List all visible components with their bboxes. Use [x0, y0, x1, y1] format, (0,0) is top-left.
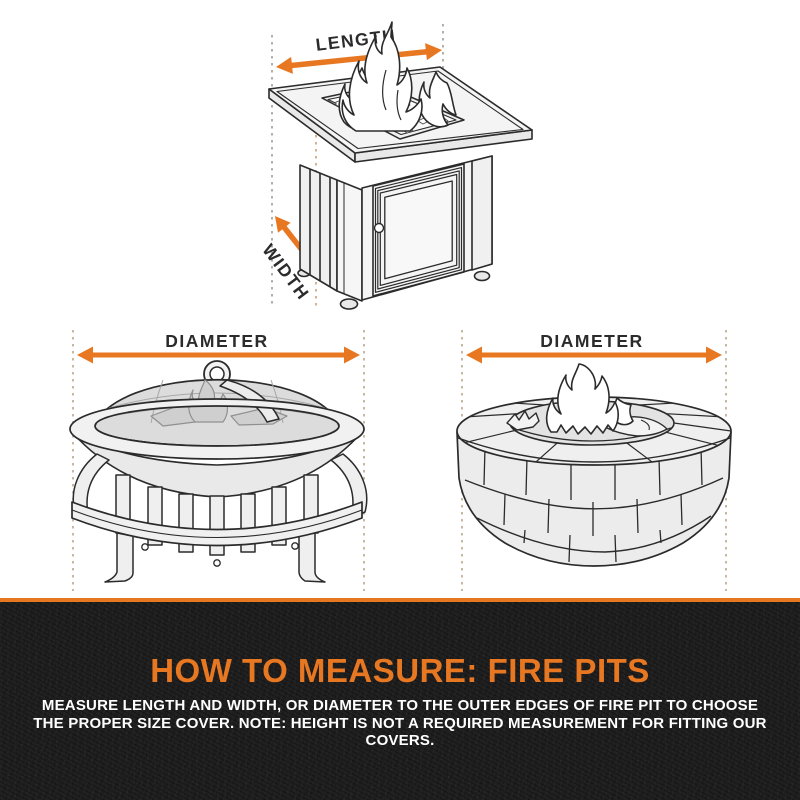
square-fire-pit-illustration: LENGTH WIDTH	[258, 21, 533, 310]
length-arrow	[276, 43, 442, 74]
banner-description-line2: THE PROPER SIZE COVER. NOTE: HEIGHT IS N…	[33, 714, 767, 750]
cabinet-door-face	[361, 155, 493, 301]
measure-guide-lines	[72, 330, 365, 591]
table-foot	[339, 298, 359, 310]
base-band	[71, 501, 363, 567]
banner-description-line1: MEASURE LENGTH AND WIDTH, OR DIAMETER TO…	[41, 697, 759, 714]
diameter-arrow	[466, 346, 722, 364]
measure-guide-lines	[461, 330, 727, 591]
table-foot	[473, 270, 491, 282]
stone-wall	[456, 431, 732, 567]
door-knob	[373, 222, 385, 234]
metal-fire-pit	[69, 360, 368, 583]
legs	[104, 532, 326, 583]
flame	[506, 363, 668, 437]
cabinet-left-face	[299, 164, 338, 292]
bowl-rim	[69, 398, 365, 460]
round-fire-pit-illustration: DIAMETER	[69, 330, 368, 591]
diameter-arrow	[77, 346, 360, 364]
diameter-label-left: DIAMETER	[165, 331, 268, 351]
stone-joints	[483, 446, 703, 563]
banner-title: HOW TO MEASURE: FIRE PITS	[150, 652, 650, 689]
fabric-texture	[0, 602, 800, 800]
stone-fire-pit-illustration: DIAMETER	[456, 330, 732, 591]
flame	[338, 21, 457, 132]
banner-description: MEASURE LENGTH AND WIDTH, OR DIAMETER TO…	[0, 697, 800, 750]
diameter-label-right: DIAMETER	[540, 331, 643, 351]
info-banner: HOW TO MEASURE: FIRE PITS MEASURE LENGTH…	[0, 598, 800, 800]
fire-pit-table	[268, 21, 533, 310]
cabinet-front-post	[336, 179, 363, 302]
dome-spark-screen	[94, 378, 340, 447]
measure-guide-lines	[271, 24, 444, 309]
banner-content: HOW TO MEASURE: FIRE PITS MEASURE LENGTH…	[0, 654, 800, 750]
stone-fire-pit	[456, 363, 732, 567]
